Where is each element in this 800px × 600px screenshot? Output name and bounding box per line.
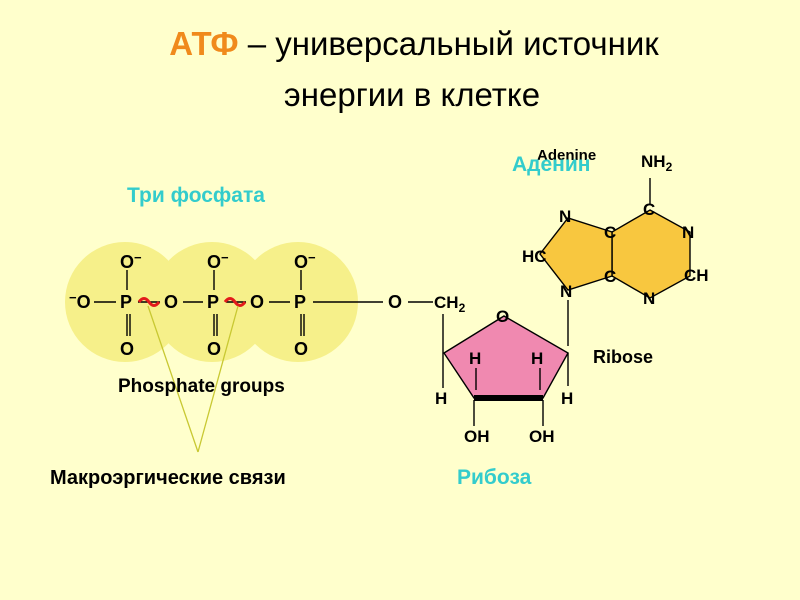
phosphate-atom-1: −O bbox=[69, 290, 91, 312]
adenine-atom-5: N bbox=[643, 289, 655, 308]
phosphate-atom-6: O− bbox=[207, 250, 229, 272]
phosphate-circle-1 bbox=[65, 242, 185, 362]
phosphate-atoms: −O O− P O O O− P O O O− P O O bbox=[69, 250, 402, 359]
ribose-pentagon bbox=[443, 315, 569, 399]
ribose-atom-5: H bbox=[435, 389, 447, 408]
phosphate-atom-3: P bbox=[120, 292, 132, 312]
macroergic-pointer-lines bbox=[147, 305, 239, 453]
macroergic-bond-1 bbox=[137, 297, 161, 307]
ribose-ring bbox=[442, 300, 569, 426]
phosphate-atom-9: O bbox=[250, 292, 264, 312]
phosphate-circle-2 bbox=[152, 242, 272, 362]
adenine-atom-10: N bbox=[560, 282, 572, 301]
adenine-atoms: NH2 C N CH N C C N HC N bbox=[522, 152, 709, 308]
phosphate-circles bbox=[65, 242, 358, 362]
adenine-atom-1: NH2 bbox=[641, 152, 673, 174]
adenine-atom-8: N bbox=[559, 207, 571, 226]
ribose-atom-8: OH bbox=[529, 427, 555, 446]
adenine-pyrimidine-ring bbox=[611, 209, 691, 299]
phosphate-groups-label: Phosphate groups bbox=[118, 376, 285, 397]
macroergic-bonds-label: Макроэргические связи bbox=[50, 467, 286, 489]
ribose-en-label: Ribose bbox=[593, 347, 653, 367]
phosphate-atom-2: O− bbox=[120, 250, 142, 272]
ribose-ru-label: Рибоза bbox=[457, 466, 532, 489]
phosphate-circle-3 bbox=[238, 242, 358, 362]
phosphate-atom-5: O bbox=[164, 292, 178, 312]
adenine-imidazole-ring bbox=[539, 217, 613, 291]
three-phosphates-label: Три фосфата bbox=[127, 184, 265, 207]
adenine-rings bbox=[539, 178, 691, 299]
adenine-en-label: Adenine bbox=[537, 147, 596, 164]
phosphate-atom-12: O bbox=[294, 339, 308, 359]
ribose-atom-7: OH bbox=[464, 427, 490, 446]
adenine-atom-3: N bbox=[682, 223, 694, 242]
ribose-atoms: CH2 O H H H H OH OH bbox=[434, 293, 573, 446]
adenine-ru-label: Аденин bbox=[512, 153, 591, 176]
ribose-atom-3: H bbox=[469, 349, 481, 368]
macroergic-bond-2 bbox=[223, 297, 247, 307]
ribose-atom-1: CH2 bbox=[434, 293, 466, 315]
title-line-2: энергии в клетке bbox=[283, 76, 541, 113]
title-rest: – универсальный источник bbox=[238, 25, 659, 62]
phosphate-atom-10: O− bbox=[294, 250, 316, 272]
phosphate-atom-4: O bbox=[120, 339, 134, 359]
ribose-atom-2: O bbox=[496, 307, 509, 326]
adenine-atom-7: C bbox=[604, 267, 616, 286]
phosphate-atom-7: P bbox=[207, 292, 219, 312]
adenine-atom-6: C bbox=[604, 223, 616, 242]
adenine-atom-9: HC bbox=[522, 247, 547, 266]
phosphate-atom-8: O bbox=[207, 339, 221, 359]
title-line-1: АТФ – универсальный источник bbox=[14, 24, 800, 64]
ribose-atom-4: H bbox=[531, 349, 543, 368]
adenine-atom-2: C bbox=[643, 200, 655, 219]
phosphate-atom-11: P bbox=[294, 292, 306, 312]
phosphate-atom-13: O bbox=[388, 292, 402, 312]
adenine-atom-4: CH bbox=[684, 266, 709, 285]
ribose-atom-6: H bbox=[561, 389, 573, 408]
title-accent: АТФ bbox=[169, 25, 239, 62]
